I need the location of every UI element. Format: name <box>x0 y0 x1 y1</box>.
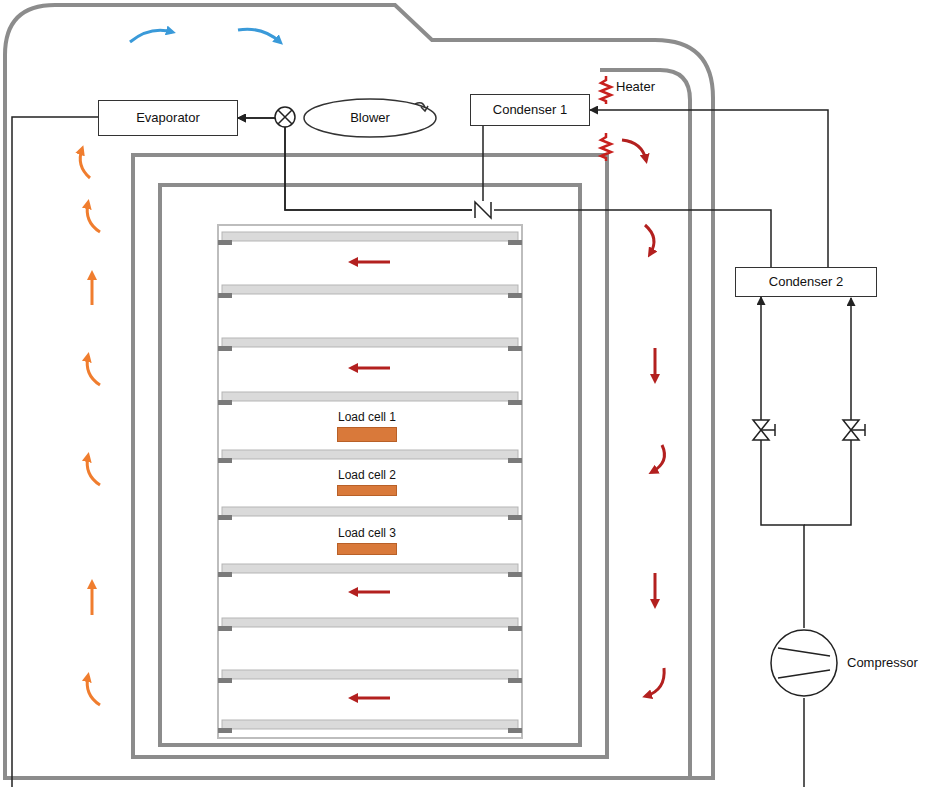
compressor-symbol: Compressor <box>769 628 839 698</box>
blower-fan: Blower <box>303 98 437 138</box>
check-valve <box>472 201 494 219</box>
outer-housing <box>5 5 713 778</box>
node-label: Blower <box>350 111 390 126</box>
condenser-box: Condenser 1 <box>470 94 590 126</box>
load-cell-label: Load cell 2 <box>338 469 396 483</box>
expansion-valve <box>275 107 295 127</box>
load-cell-label: Load cell 1 <box>338 411 396 425</box>
condenser-duct <box>600 70 690 778</box>
shelves <box>222 232 518 729</box>
heater-element <box>601 76 611 161</box>
return-airflow-arrows <box>80 149 100 705</box>
hot-airflow-arrows <box>622 140 664 696</box>
load-cell: Load cell 1 <box>337 427 397 442</box>
housing-walls <box>5 5 713 778</box>
drying-rack <box>218 225 522 738</box>
refrigerant-line <box>238 118 771 267</box>
node-label: Evaporator <box>136 111 200 126</box>
refrigerant-pipe <box>12 117 851 787</box>
gate-valve <box>753 420 775 440</box>
inner-wall <box>160 185 580 745</box>
condenser-box: Condenser 2 <box>735 267 877 297</box>
evaporator-box: Evaporator <box>98 100 238 136</box>
refrigerant-line <box>761 297 804 628</box>
inner-wall <box>133 155 607 757</box>
cold-airflow-arrows <box>130 29 280 42</box>
load-cell: Load cell 3 <box>337 543 397 555</box>
shelf-brackets <box>218 240 522 733</box>
node-label: Condenser 1 <box>493 103 567 118</box>
node-label: Condenser 2 <box>769 275 843 290</box>
load-cell: Load cell 2 <box>337 485 397 496</box>
refrigerant-line <box>590 110 828 267</box>
compressor-label: Compressor <box>847 656 918 671</box>
load-cell-label: Load cell 3 <box>338 527 396 541</box>
compressor-outline <box>769 628 839 698</box>
heater-label: Heater <box>616 80 655 95</box>
gate-valve <box>843 420 865 440</box>
